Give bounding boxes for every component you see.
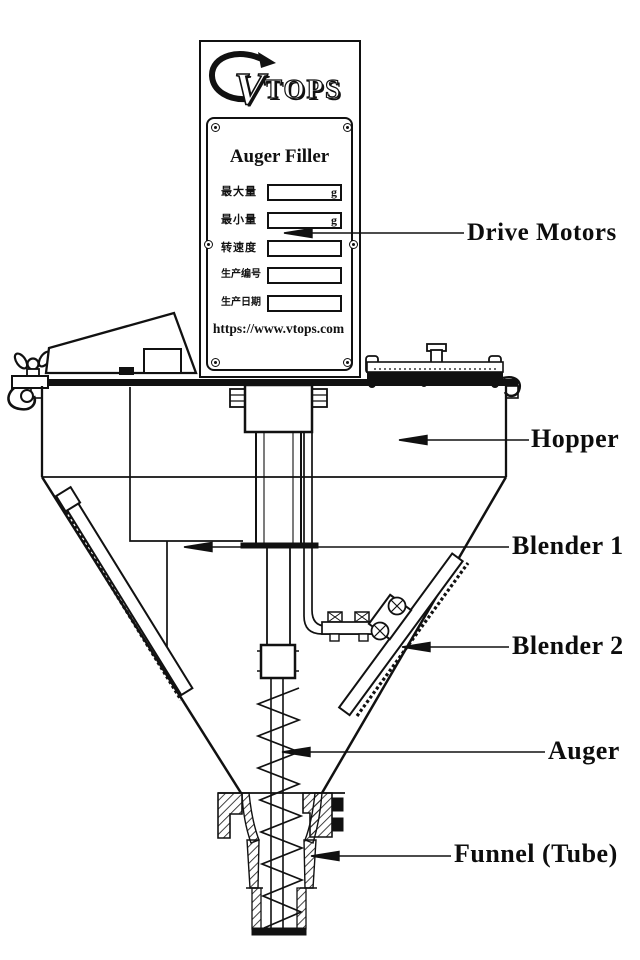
param-field-max[interactable]: g: [267, 184, 342, 201]
screw-icon: [211, 123, 220, 132]
blender2-mount: [303, 388, 385, 642]
screw-icon: [204, 240, 213, 249]
param-field-speed[interactable]: [267, 240, 342, 257]
logo-brand-shadow: TOPS: [266, 76, 344, 106]
funnel-tube: [217, 792, 345, 936]
callout-blender2: Blender 2: [512, 631, 624, 660]
logo-swoosh: [209, 51, 270, 103]
panel-title: Auger Filler: [229, 146, 330, 167]
lid-rail: [365, 343, 522, 398]
callout-drive-motors: Drive Motors: [467, 219, 617, 246]
blender2-bar: [337, 552, 470, 717]
param-label-max: 最大量: [221, 186, 257, 198]
param-field-min[interactable]: g: [267, 212, 342, 229]
param-label-speed: 转速度: [221, 242, 257, 254]
website-url: https://www.vtops.com: [212, 321, 345, 336]
screw-icon: [343, 358, 352, 367]
param-field-date[interactable]: [267, 295, 342, 312]
logo-v-shadow: V: [236, 65, 270, 116]
param-label-serial: 生产编号: [221, 269, 261, 280]
logo-v: V: [234, 63, 268, 114]
param-label-date: 生产日期: [221, 297, 261, 308]
param-label-min: 最小量: [221, 214, 257, 226]
callout-blender1: Blender 1: [512, 531, 624, 560]
blender1-bar: [54, 485, 194, 701]
screw-icon: [349, 240, 358, 249]
screw-icon: [343, 123, 352, 132]
auger-spiral: [255, 687, 305, 929]
callout-auger: Auger: [548, 736, 620, 765]
vtops-logo: V V TOPS TOPS: [209, 51, 344, 116]
drive-shaft: [229, 383, 328, 928]
clamp-fitting: [7, 350, 53, 411]
tilted-cover: [44, 311, 198, 375]
logo-brand: TOPS: [264, 74, 342, 104]
logo-arrow-icon: [258, 52, 276, 68]
callout-funnel: Funnel (Tube): [454, 839, 618, 868]
control-box: [199, 40, 361, 378]
screw-icon: [211, 358, 220, 367]
param-field-serial[interactable]: [267, 267, 342, 284]
callout-hopper: Hopper: [531, 424, 620, 453]
blender1-bracket: [129, 387, 243, 650]
